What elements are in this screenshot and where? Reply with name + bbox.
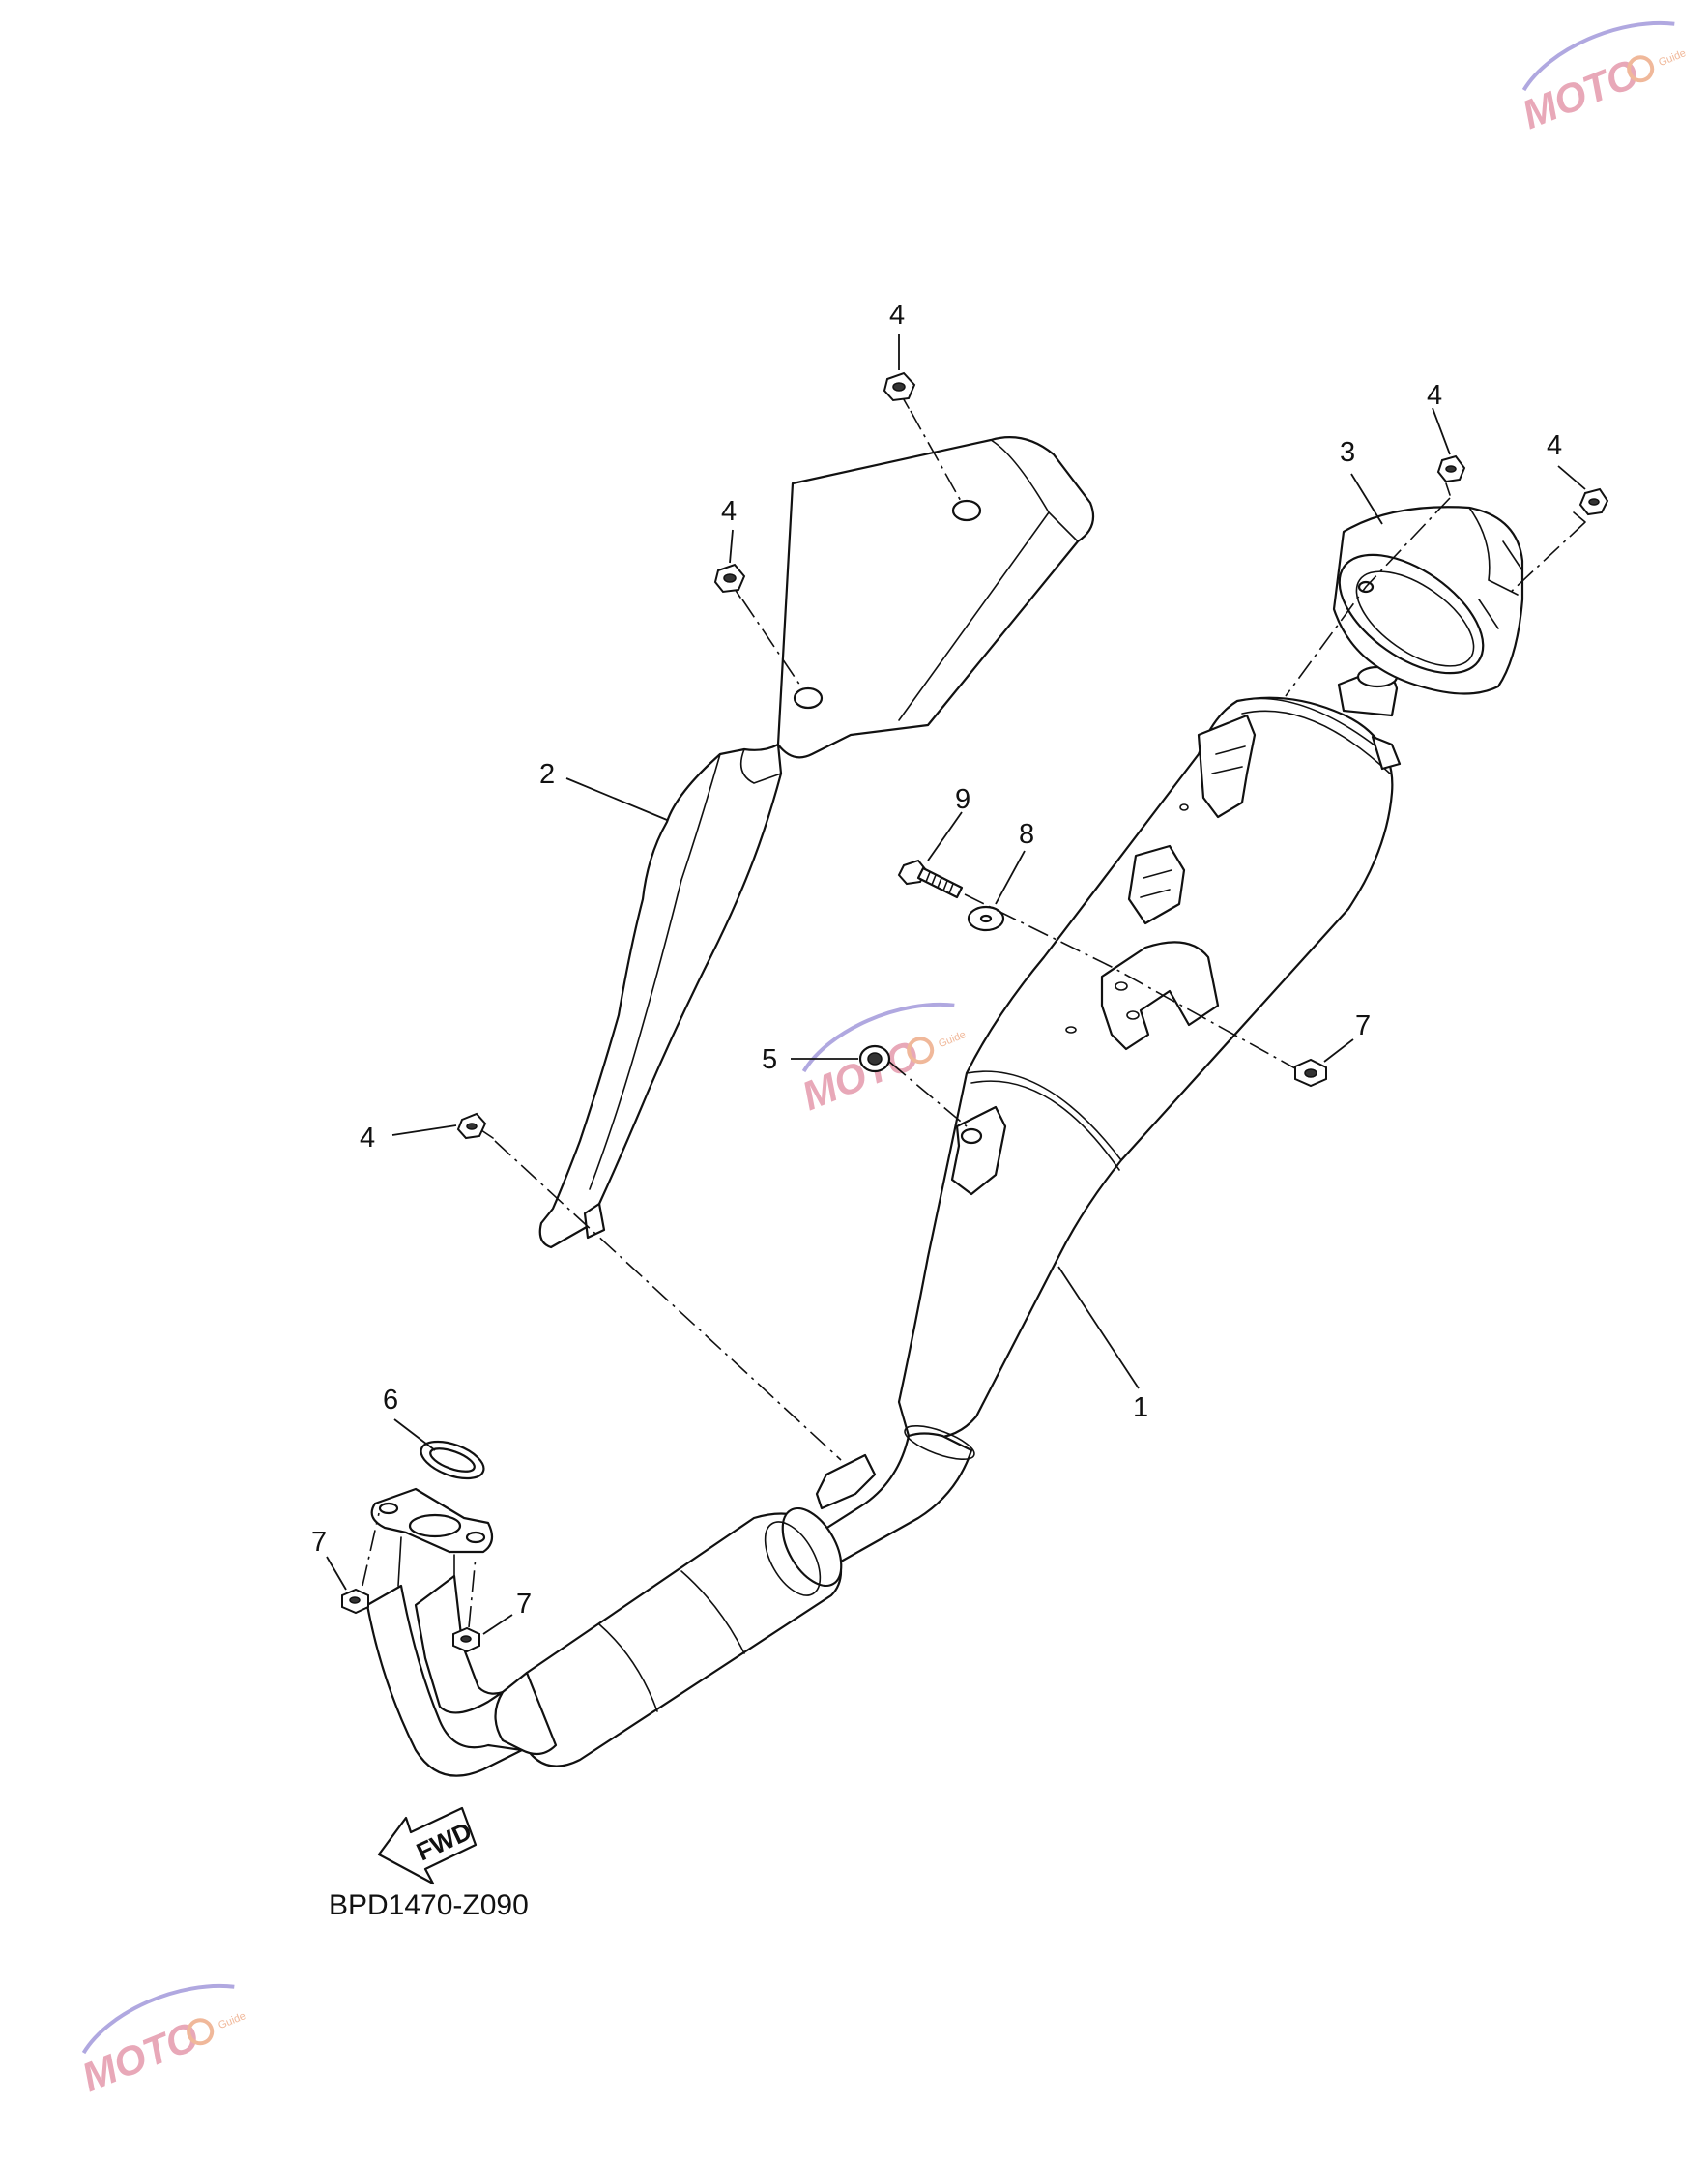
svg-text:Guide: Guide <box>1657 47 1688 69</box>
callout-numbers: 4 4 4 4 4 3 2 1 5 6 7 7 7 8 9 <box>311 300 1562 1620</box>
callout-4-tailcap-a: 4 <box>1427 380 1442 411</box>
callout-1: 1 <box>1133 1392 1148 1423</box>
nut-part-7-right <box>1294 1058 1327 1088</box>
callout-4-top: 4 <box>889 300 905 331</box>
callout-4-upper-left: 4 <box>721 496 737 527</box>
heat-protector-part-2 <box>538 436 1095 1249</box>
grommet-part-5 <box>858 1044 891 1073</box>
bolt-part-4-tailcap-b <box>1573 487 1609 523</box>
bolt-part-4-top <box>883 371 916 409</box>
diagram-code: BPD1470-Z090 <box>329 1889 529 1921</box>
bolt-part-9 <box>897 859 964 899</box>
callout-4-left: 4 <box>360 1123 375 1154</box>
muffler-assembly-part-1 <box>365 665 1402 1777</box>
callout-9: 9 <box>955 784 970 815</box>
forward-direction-arrow: FWD <box>377 1806 478 1885</box>
nut-part-7-lower-right <box>452 1626 480 1653</box>
callout-4-tailcap-b: 4 <box>1547 430 1562 461</box>
svg-text:Guide: Guide <box>217 2010 247 2031</box>
bolt-part-4-upper-left <box>713 563 746 599</box>
watermark-logo-bottom-left: MOTO Guide <box>75 1983 247 2100</box>
svg-text:Guide: Guide <box>937 1029 968 1050</box>
svg-text:MOTO: MOTO <box>1516 50 1645 137</box>
callout-7-lower-right: 7 <box>516 1589 532 1620</box>
tail-cap-part-3 <box>1332 506 1524 695</box>
gasket-part-6 <box>420 1440 485 1480</box>
assembly-lines <box>362 410 1586 1628</box>
washer-part-8 <box>967 905 1005 932</box>
callout-7-right: 7 <box>1355 1010 1371 1041</box>
callout-2: 2 <box>539 759 555 790</box>
bolt-part-4-tailcap-a <box>1436 454 1466 496</box>
bolt-part-4-left <box>456 1112 494 1140</box>
callout-6: 6 <box>383 1385 398 1416</box>
nut-part-7-lower-left <box>341 1588 369 1615</box>
svg-text:MOTO: MOTO <box>75 2013 205 2100</box>
callout-5: 5 <box>762 1044 777 1075</box>
callout-3: 3 <box>1340 437 1355 468</box>
callout-7-lower-left: 7 <box>311 1527 327 1558</box>
leader-lines <box>326 334 1586 1635</box>
watermark-logo-top-right: MOTO Guide <box>1516 20 1688 137</box>
callout-8: 8 <box>1019 819 1034 850</box>
